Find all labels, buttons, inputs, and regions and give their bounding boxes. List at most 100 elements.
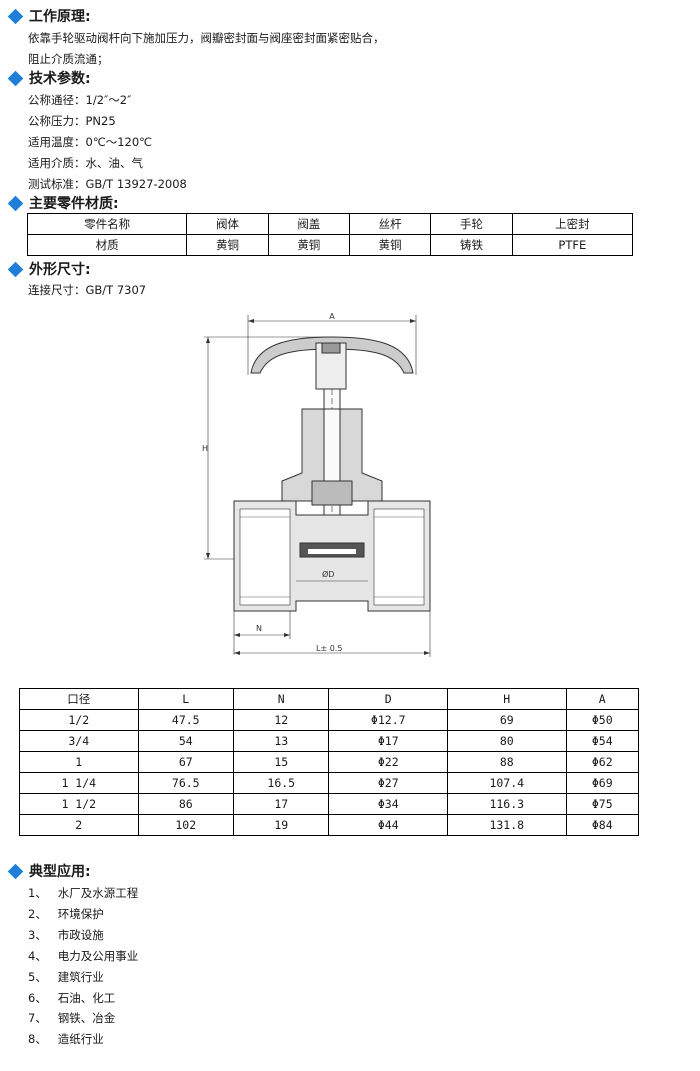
table-cell: Φ22 xyxy=(328,751,448,773)
table-cell: 1 1/2 xyxy=(19,793,139,815)
list-text: 环境保护 xyxy=(57,907,104,921)
table-cell: 丝杆 xyxy=(348,213,432,235)
table-cell: H xyxy=(447,688,567,710)
table-cell: 76.5 xyxy=(137,772,235,794)
list-item: 8、 造纸行业 xyxy=(28,1031,104,1047)
spec-line: 公称压力：PN25 xyxy=(28,114,116,128)
list-item: 5、 建筑行业 xyxy=(28,969,104,985)
table-row: 零件名称 阀体 阀盖 丝杆 手轮 上密封 xyxy=(26,213,634,235)
list-text: 石油、化工 xyxy=(57,991,116,1005)
principle-heading: 工作原理: xyxy=(7,6,91,26)
table-cell: 1 xyxy=(19,751,139,773)
list-number: 2、 xyxy=(28,907,47,921)
table-cell: 2 xyxy=(19,814,139,836)
list-item: 3、 市政设施 xyxy=(28,927,104,943)
table-cell: Φ62 xyxy=(565,751,640,773)
table-cell: 69 xyxy=(447,709,567,731)
table-cell: Φ27 xyxy=(328,772,448,794)
section-title: 主要零件材质: xyxy=(29,196,119,212)
diamond-bullet-icon xyxy=(7,70,24,86)
table-cell: 86 xyxy=(137,793,235,815)
table-row: 口径 L N D H A xyxy=(19,688,640,710)
diamond-bullet-icon xyxy=(7,195,24,211)
section-title: 典型应用: xyxy=(29,864,91,880)
diamond-bullet-icon xyxy=(7,863,24,879)
valve-drawing: A H ØD N L± 0.5 xyxy=(202,312,431,657)
table-row: 材质 黄铜 黄铜 黄铜 铸铁 PTFE xyxy=(26,234,634,256)
list-text: 造纸行业 xyxy=(57,1032,104,1046)
table-cell: Φ75 xyxy=(565,793,640,815)
list-item: 1、 水厂及水源工程 xyxy=(28,885,138,901)
spec-line: 公称通径：1/2″～2″ xyxy=(28,93,132,107)
list-number: 3、 xyxy=(28,928,47,942)
list-text: 水厂及水源工程 xyxy=(57,886,139,900)
principle-line-1: 依靠手轮驱动阀杆向下施加压力，阀瓣密封面与阀座密封面紧密贴合， xyxy=(28,31,385,45)
dim-label-d: ØD xyxy=(322,569,334,579)
table-cell: 67 xyxy=(137,751,235,773)
specs-heading: 技术参数: xyxy=(7,68,91,88)
list-number: 8、 xyxy=(28,1032,47,1046)
principle-line-2: 阻止介质流通； xyxy=(28,52,109,66)
table-cell: Φ54 xyxy=(565,730,640,752)
list-item: 4、 电力及公用事业 xyxy=(28,948,138,964)
table-cell: 阀体 xyxy=(186,213,269,235)
table-cell: L xyxy=(137,688,235,710)
table-cell: 手轮 xyxy=(430,213,513,235)
dimensions-heading: 外形尺寸: xyxy=(7,259,91,279)
spec-line: 适用介质：水、油、气 xyxy=(28,156,143,170)
diamond-bullet-icon xyxy=(7,8,24,24)
table-cell: 12 xyxy=(232,709,330,731)
connection-standard: 连接尺寸：GB/T 7307 xyxy=(28,283,147,297)
materials-heading: 主要零件材质: xyxy=(7,193,119,213)
dim-label-a: A xyxy=(329,312,335,321)
table-cell: N xyxy=(232,688,330,710)
table-cell: 铸铁 xyxy=(430,234,513,256)
table-cell: 47.5 xyxy=(137,709,235,731)
table-cell: PTFE xyxy=(511,234,634,256)
table-cell: Φ44 xyxy=(328,814,448,836)
dim-label-l: L± 0.5 xyxy=(316,644,342,653)
table-cell: 13 xyxy=(232,730,330,752)
section-title: 外形尺寸: xyxy=(29,262,91,278)
table-cell: Φ84 xyxy=(565,814,640,836)
table-cell: 黄铜 xyxy=(267,234,350,256)
table-cell: Φ12.7 xyxy=(328,709,448,731)
table-row: 2 102 19 Φ44 131.8 Φ84 xyxy=(19,814,640,836)
table-row: 3/4 54 13 Φ17 80 Φ54 xyxy=(19,730,640,752)
section-title: 工作原理: xyxy=(29,9,91,25)
table-cell: 黄铜 xyxy=(348,234,432,256)
dim-label-n: N xyxy=(256,624,262,633)
list-number: 6、 xyxy=(28,991,47,1005)
table-cell: 3/4 xyxy=(19,730,139,752)
table-row: 1 1/2 86 17 Φ34 116.3 Φ75 xyxy=(19,793,640,815)
table-cell: 黄铜 xyxy=(186,234,269,256)
dimensions-table: 口径 L N D H A 1/2 47.5 12 Φ12.7 69 Φ50 3/… xyxy=(19,688,640,836)
table-cell: Φ50 xyxy=(565,709,640,731)
table-cell: A xyxy=(565,688,640,710)
table-cell: Φ17 xyxy=(328,730,448,752)
list-text: 市政设施 xyxy=(57,928,104,942)
spec-line: 适用温度：0℃～120℃ xyxy=(28,135,153,149)
table-row: 1 1/4 76.5 16.5 Φ27 107.4 Φ69 xyxy=(19,772,640,794)
section-title: 技术参数: xyxy=(29,71,91,87)
table-cell: 131.8 xyxy=(447,814,567,836)
table-cell: 102 xyxy=(137,814,235,836)
list-item: 2、 环境保护 xyxy=(28,906,104,922)
list-number: 4、 xyxy=(28,949,47,963)
table-cell: 16.5 xyxy=(232,772,330,794)
dim-label-h: H xyxy=(202,444,208,453)
list-number: 5、 xyxy=(28,970,47,984)
list-number: 1、 xyxy=(28,886,47,900)
table-cell: 材质 xyxy=(26,234,188,256)
list-text: 电力及公用事业 xyxy=(57,949,139,963)
table-cell: D xyxy=(328,688,448,710)
table-row: 1 67 15 Φ22 88 Φ62 xyxy=(19,751,640,773)
table-cell: 17 xyxy=(232,793,330,815)
table-cell: 88 xyxy=(447,751,567,773)
table-cell: 阀盖 xyxy=(267,213,350,235)
table-cell: 口径 xyxy=(19,688,139,710)
table-cell: 15 xyxy=(232,751,330,773)
table-cell: 54 xyxy=(137,730,235,752)
table-cell: 80 xyxy=(447,730,567,752)
table-cell: 1 1/4 xyxy=(19,772,139,794)
